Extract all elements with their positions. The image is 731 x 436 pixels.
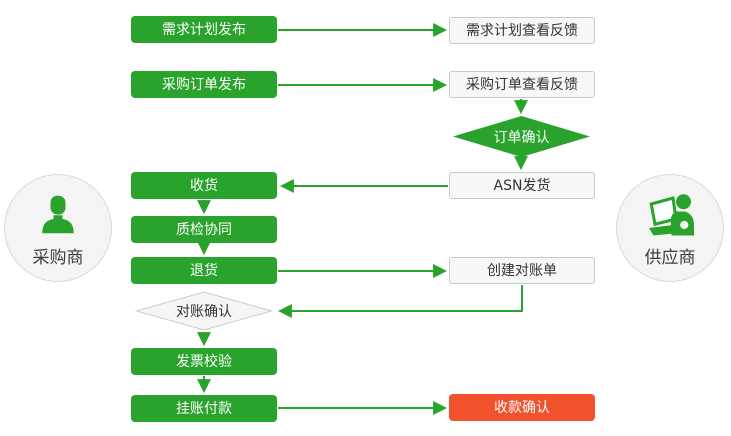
- supplier-actor: 供应商: [616, 174, 724, 282]
- node-demand-plan-publish: 需求计划发布: [131, 16, 277, 43]
- order-confirm-label: 订单确认: [493, 129, 550, 146]
- node-reconciliation-confirm: 对账确认: [134, 291, 274, 331]
- gray-diamond-shape: [134, 291, 274, 331]
- buyer-actor: 采购商: [4, 174, 112, 282]
- node-quality-inspection: 质检协同: [131, 216, 277, 243]
- node-payment-received-confirm: 收款确认: [449, 394, 595, 421]
- supplier-laptop-person-icon: [644, 191, 696, 241]
- node-purchase-order-feedback: 采购订单查看反馈: [449, 71, 595, 98]
- node-purchase-order-publish: 采购订单发布: [131, 71, 277, 98]
- node-return-goods: 退货: [131, 257, 277, 284]
- node-invoice-verification: 发票校验: [131, 348, 277, 375]
- buyer-person-icon: [34, 191, 82, 241]
- supplier-label: 供应商: [644, 248, 696, 268]
- reconciliation-confirm-label: 对账确认: [176, 304, 232, 320]
- buyer-label: 采购商: [32, 248, 84, 268]
- node-create-statement: 创建对账单: [449, 257, 595, 284]
- node-book-payment: 挂账付款: [131, 395, 277, 422]
- node-asn-shipment: ASN发货: [449, 172, 595, 199]
- node-demand-plan-feedback: 需求计划查看反馈: [449, 17, 595, 44]
- node-order-confirm: 订单确认: [453, 116, 590, 157]
- node-receive-goods: 收货: [131, 172, 277, 199]
- green-diamond-shape: [453, 116, 590, 157]
